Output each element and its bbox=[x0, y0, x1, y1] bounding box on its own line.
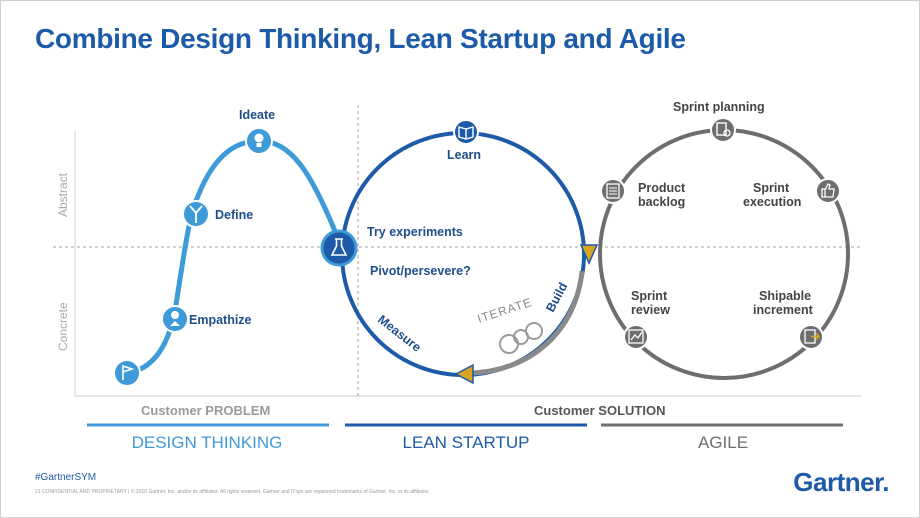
shipable-increment-label-2: increment bbox=[753, 303, 814, 317]
try-experiments-label: Try experiments bbox=[367, 225, 463, 239]
build-label: Build bbox=[543, 280, 570, 314]
define-label: Define bbox=[215, 208, 253, 222]
lightbulb-icon bbox=[245, 127, 273, 155]
list-icon bbox=[600, 178, 626, 204]
exit-box-icon bbox=[798, 324, 824, 350]
thumbs-up-icon bbox=[815, 178, 841, 204]
sprint-execution-label-1: Sprint bbox=[753, 181, 790, 195]
agile-heading: AGILE bbox=[698, 433, 748, 452]
person-pin-icon bbox=[161, 305, 189, 333]
document-search-icon bbox=[710, 117, 736, 143]
concrete-label: Concrete bbox=[56, 302, 70, 351]
sprint-review-label-2: review bbox=[631, 303, 670, 317]
gartner-logo: Gartner. bbox=[793, 467, 889, 498]
build-arc bbox=[470, 270, 585, 376]
sprint-planning-label: Sprint planning bbox=[673, 100, 765, 114]
shipable-increment-label-1: Shipable bbox=[759, 289, 811, 303]
brand-dot: . bbox=[882, 467, 889, 497]
lean-startup-heading: LEAN STARTUP bbox=[403, 433, 530, 452]
learn-label: Learn bbox=[447, 148, 481, 162]
customer-solution-label: Customer SOLUTION bbox=[534, 403, 665, 418]
sprint-review-label-1: Sprint bbox=[631, 289, 668, 303]
brand-name: Gartner bbox=[793, 467, 883, 497]
pivot-label: Pivot/persevere? bbox=[370, 264, 471, 278]
legal-text: 21 CONFIDENTIAL AND PROPRIETARY | © 2016… bbox=[35, 489, 430, 495]
empathize-label: Empathize bbox=[189, 313, 252, 327]
sprint-execution-label-2: execution bbox=[743, 195, 801, 209]
flag-icon bbox=[113, 359, 141, 387]
product-backlog-label-1: Product bbox=[638, 181, 686, 195]
split-arrows-icon bbox=[182, 200, 210, 228]
triangle-right bbox=[579, 244, 599, 265]
beaker-icon bbox=[320, 229, 358, 267]
customer-problem-label: Customer PROBLEM bbox=[141, 403, 270, 418]
slide-title: Combine Design Thinking, Lean Startup an… bbox=[35, 23, 686, 54]
product-backlog-label-2: backlog bbox=[638, 195, 685, 209]
hashtag: #GartnerSYM bbox=[35, 472, 97, 483]
abstract-label: Abstract bbox=[56, 172, 70, 217]
triangle-bottom bbox=[454, 363, 474, 385]
lean-startup-circle bbox=[340, 131, 586, 377]
chart-icon bbox=[623, 324, 649, 350]
measure-label: Measure bbox=[375, 312, 424, 354]
iterate-label: ITERATE bbox=[476, 295, 534, 326]
design-thinking-heading: DESIGN THINKING bbox=[132, 433, 283, 452]
iterate-loops bbox=[499, 322, 543, 354]
ideate-label: Ideate bbox=[239, 108, 275, 122]
book-icon bbox=[453, 119, 479, 145]
design-thinking-curve bbox=[124, 138, 342, 376]
